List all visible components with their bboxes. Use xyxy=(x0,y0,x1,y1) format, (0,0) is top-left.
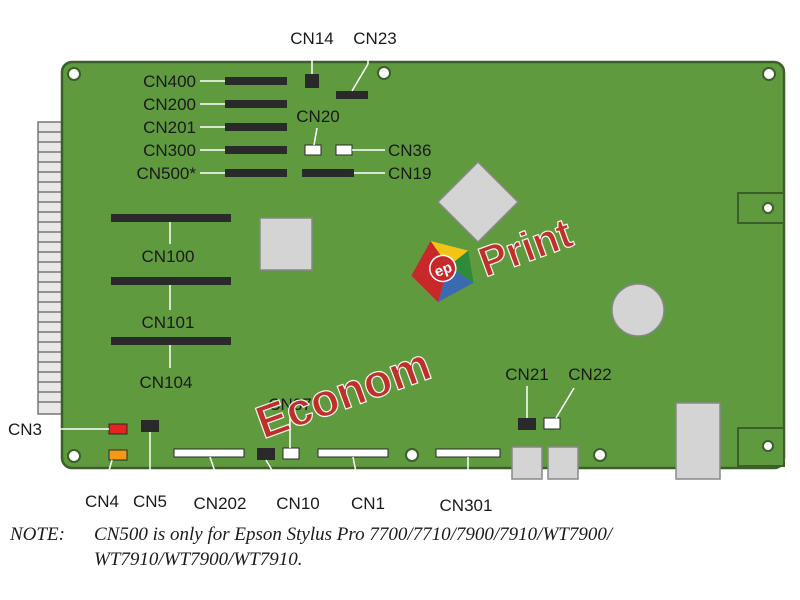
label-cn21: CN21 xyxy=(505,365,548,384)
connector-cn5 xyxy=(141,420,159,432)
connector-cn22 xyxy=(543,417,561,430)
label-cn10: CN10 xyxy=(276,494,319,513)
label-cn104: CN104 xyxy=(140,373,193,392)
note-line2: WT7910/WT7900/WT7910. xyxy=(94,549,303,570)
bottom-block-b xyxy=(547,446,579,480)
watermark-logo: ep xyxy=(411,240,474,303)
label-cn500: CN500* xyxy=(136,164,196,183)
connector-cn301 xyxy=(435,448,501,458)
label-cn20: CN20 xyxy=(296,107,339,126)
label-cn3: CN3 xyxy=(8,420,42,439)
connector-cn21 xyxy=(518,418,536,430)
connector-cn100 xyxy=(111,214,231,222)
connector-cn101 xyxy=(111,277,231,285)
connector-cn200 xyxy=(225,100,287,108)
label-cn1: CN1 xyxy=(351,494,385,513)
top-connector-group xyxy=(111,74,536,460)
chip-diamond xyxy=(436,160,520,244)
label-cn101: CN101 xyxy=(142,313,195,332)
label-cn22: CN22 xyxy=(568,365,611,384)
label-cn400: CN400 xyxy=(143,72,196,91)
connector-cn3 xyxy=(108,423,128,435)
right-tab xyxy=(737,192,785,467)
watermark-logo-text: ep xyxy=(432,259,454,281)
connector-cn4 xyxy=(108,449,128,461)
connector-labels: CN14 CN23 CN400 CN200 CN201 CN20 CN300 C… xyxy=(8,29,612,515)
label-cn201: CN201 xyxy=(143,118,196,137)
connector-cn14 xyxy=(305,74,319,88)
label-cn202: CN202 xyxy=(194,494,247,513)
note-line1: CN500 is only for Epson Stylus Pro 7700/… xyxy=(94,524,613,545)
connector-cn37 xyxy=(282,447,300,460)
label-cn37: CN37 xyxy=(268,395,311,414)
label-cn200: CN200 xyxy=(143,95,196,114)
right-block-component xyxy=(675,402,721,480)
footnote: NOTE: CN500 is only for Epson Stylus Pro … xyxy=(10,522,790,572)
connector-cn300 xyxy=(225,146,287,154)
label-cn19: CN19 xyxy=(388,164,431,183)
label-cn4: CN4 xyxy=(85,492,119,511)
connector-cn19 xyxy=(302,169,354,177)
label-cn14: CN14 xyxy=(290,29,333,48)
label-cn300: CN300 xyxy=(143,141,196,160)
connector-cn202 xyxy=(173,448,245,458)
bottom-block-a xyxy=(511,446,543,480)
label-cn36: CN36 xyxy=(388,141,431,160)
connector-cn10 xyxy=(257,448,275,460)
connector-cn104 xyxy=(111,337,231,345)
label-cn23: CN23 xyxy=(353,29,396,48)
label-cn301: CN301 xyxy=(440,496,493,515)
leader-lines xyxy=(60,50,575,494)
round-component xyxy=(611,283,665,337)
connector-cn23 xyxy=(336,91,368,99)
white-connector-group xyxy=(173,144,561,460)
connector-cn201 xyxy=(225,123,287,131)
label-cn5: CN5 xyxy=(133,492,167,511)
connector-cn400 xyxy=(225,77,287,85)
connector-cn1 xyxy=(317,448,389,458)
connector-cn500 xyxy=(225,169,287,177)
board-diagram: CN14 CN23 CN400 CN200 CN201 CN20 CN300 C… xyxy=(8,29,786,515)
chip-square-left xyxy=(259,217,313,271)
connector-cn36 xyxy=(335,144,353,156)
connector-cn20 xyxy=(304,144,322,156)
label-cn100: CN100 xyxy=(142,247,195,266)
note-prefix: NOTE: xyxy=(10,524,65,545)
